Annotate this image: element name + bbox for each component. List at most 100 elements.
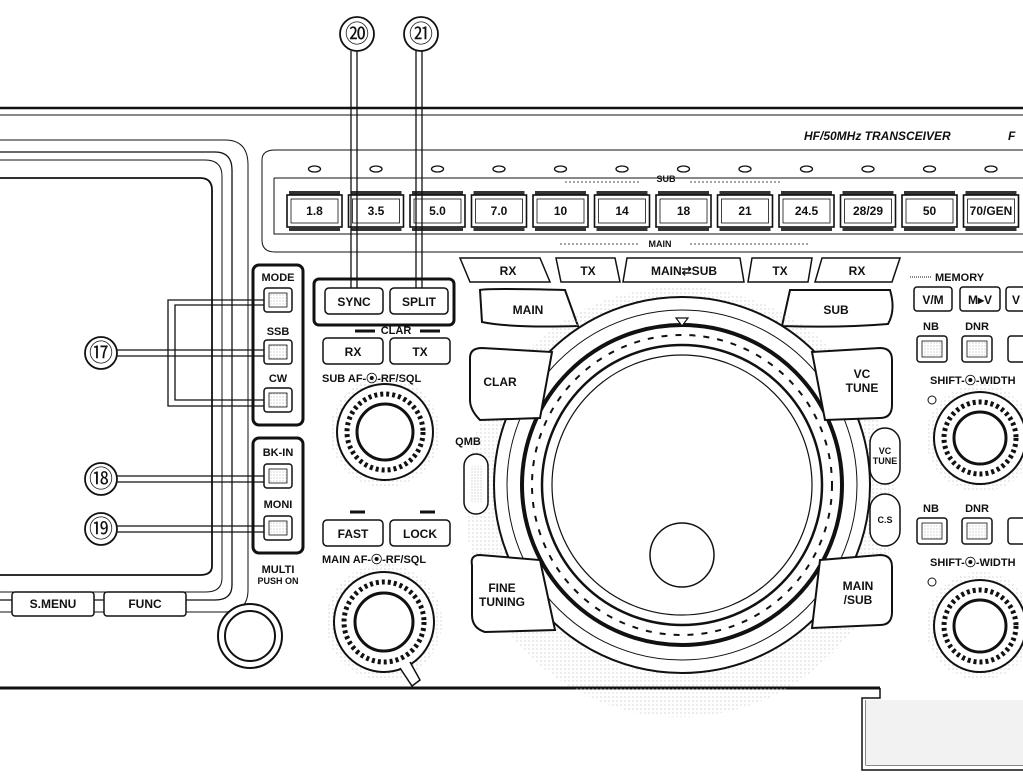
band-button-21[interactable]: 21 (716, 165, 774, 231)
clar-tx-button[interactable] (389, 337, 451, 365)
sync-button[interactable] (324, 287, 384, 315)
main-sub-swap-label: MAIN⇄SUB (651, 264, 717, 278)
main-sub-swap-button[interactable] (622, 257, 745, 283)
fast-lock-group: FAST LOCK MAIN AF-⦿-RF/SQL (322, 510, 451, 566)
multi-knob[interactable] (217, 603, 283, 669)
clar-rx-label: RX (345, 345, 362, 359)
nb-2-button[interactable] (916, 517, 948, 545)
nb-2-label: NB (923, 503, 939, 515)
fine-tuning-label-1: FINE (488, 581, 515, 595)
shift-width-2-knob[interactable] (926, 572, 1023, 680)
left-mode-column: MODE SSB CW BK-IN MONI (251, 263, 305, 555)
band-led (492, 165, 506, 173)
fine-tuning-label-2: TUNING (479, 595, 525, 609)
band-button-18[interactable]: 18 (655, 165, 712, 231)
dnr-1-button[interactable] (961, 335, 993, 363)
vc-tune-small-button[interactable]: VC TUNE (869, 427, 901, 485)
func-button[interactable] (103, 591, 187, 617)
split-button[interactable] (389, 287, 449, 315)
band-led (676, 165, 691, 173)
band-button-24-5[interactable]: 24.5 (778, 165, 835, 231)
band-button-label: 21 (738, 204, 752, 218)
sub-vfo-button[interactable] (782, 288, 892, 328)
ssb-button[interactable] (263, 339, 293, 365)
lock-button[interactable] (389, 519, 451, 547)
mv-button[interactable] (959, 286, 1001, 312)
vm-label: V/M (922, 293, 943, 307)
dnr-1-label: DNR (965, 321, 989, 333)
shift-width-1-knob[interactable] (926, 384, 1023, 492)
vm-button[interactable] (913, 286, 953, 312)
band-button-label: 3.5 (368, 204, 385, 218)
band-button-70-GEN[interactable]: 70/GEN (962, 165, 1020, 231)
push-on-label: PUSH ON (257, 576, 298, 586)
rx-left-button[interactable] (458, 257, 552, 283)
band-sub-label: SUB (656, 174, 676, 184)
brand-partial: F (1008, 129, 1016, 143)
vc-tune-small-label-2: TUNE (873, 456, 898, 466)
s-menu-label: S.MENU (30, 597, 77, 611)
tx-right-button[interactable] (747, 257, 813, 283)
nb-1-button[interactable] (916, 335, 948, 363)
cw-button[interactable] (263, 387, 293, 413)
main-dial-area (465, 287, 895, 717)
v-partial-button[interactable] (1005, 286, 1023, 312)
band-led (984, 165, 998, 173)
band-button-label: 70/GEN (970, 204, 1013, 218)
moni-button[interactable] (263, 515, 293, 541)
band-button-28-29[interactable]: 28/29 (839, 165, 897, 231)
qmb-button[interactable]: QMB (455, 436, 489, 515)
main-sub-dial-button[interactable]: MAIN /SUB (810, 553, 893, 630)
fine-tuning-button[interactable]: FINE TUNING (470, 553, 557, 634)
band-button-3-5[interactable]: 3.5 (347, 165, 405, 231)
main-sub-dial-label-1: MAIN (843, 579, 874, 593)
callout-17: ⑰ (84, 299, 264, 407)
dial-side-buttons: CLAR QMB FINE TUNING VC TUNE VC TUNE C.S (455, 346, 901, 634)
right-column: MEMORY V/M M▸V V NB DNR SHIFT-⦿-WIDTH NB… (910, 272, 1023, 680)
clar-tx-label: TX (412, 345, 427, 359)
lock-label: LOCK (403, 527, 437, 541)
band-button-label: 5.0 (429, 204, 446, 218)
vc-tune-button[interactable]: VC TUNE (810, 346, 893, 422)
vc-tune-small-label-1: VC (879, 446, 892, 456)
band-button-label: 50 (923, 204, 937, 218)
fast-button[interactable] (322, 519, 384, 547)
band-button-1-8[interactable]: 1.8 (286, 165, 343, 231)
mode-label: MODE (262, 272, 295, 284)
soft-keys: S.MENU FUNC (11, 591, 187, 617)
band-button-14[interactable]: 14 (593, 165, 651, 231)
clar-rx-button[interactable] (322, 337, 384, 365)
bkin-button[interactable] (263, 463, 293, 489)
mode-button[interactable] (263, 287, 293, 313)
callout-19: ⑲ (84, 512, 264, 546)
clar-dial-label: CLAR (483, 375, 517, 389)
sub-af-knob[interactable] (330, 377, 440, 487)
sub-vfo-label: SUB (823, 303, 849, 317)
band-led (369, 165, 383, 173)
s-menu-button[interactable] (11, 591, 95, 617)
band-button-7-0[interactable]: 7.0 (470, 165, 528, 231)
dnr-2-button[interactable] (961, 517, 993, 545)
band-button-50[interactable]: 50 (901, 165, 958, 231)
callout-19-number: ⑲ (89, 516, 113, 543)
tx-left-button[interactable] (555, 257, 621, 283)
rx-right-button[interactable] (814, 257, 902, 283)
band-button-10[interactable]: 10 (532, 165, 589, 231)
vfo-button-row: RX TX MAIN⇄SUB TX RX MAIN SUB (458, 257, 902, 328)
main-af-knob[interactable] (326, 564, 442, 688)
band-button-label: 28/29 (853, 204, 883, 218)
memory-label: MEMORY (935, 272, 985, 284)
ssb-label: SSB (267, 326, 290, 338)
band-led (307, 165, 322, 173)
band-main-label: MAIN (649, 239, 672, 249)
vc-tune-label-1: VC (854, 367, 871, 381)
band-button-label: 1.8 (306, 204, 323, 218)
cs-button[interactable]: C.S (869, 493, 901, 547)
main-af-rf-sql-label: MAIN AF-⦿-RF/SQL (322, 552, 426, 566)
band-button-label: 18 (677, 204, 691, 218)
cs-label: C.S (877, 515, 892, 525)
clar-dial-button[interactable]: CLAR (469, 346, 554, 422)
band-button-label: 14 (615, 204, 629, 218)
sync-label: SYNC (337, 295, 371, 309)
